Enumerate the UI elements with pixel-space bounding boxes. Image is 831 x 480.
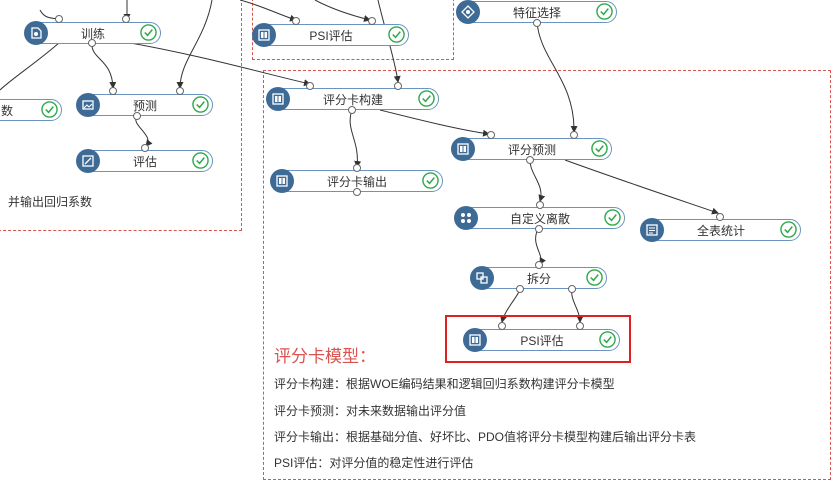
description-line: PSI评估：对评分值的稳定性进行评估: [274, 456, 474, 470]
node-custom-discrete-label: 自定义离散: [509, 211, 570, 226]
image-icon: [76, 93, 100, 117]
node-partial-left[interactable]: 数: [0, 99, 62, 121]
node-train-label: 训练: [80, 26, 105, 41]
description-title: 评分卡模型：: [274, 347, 376, 366]
stats-icon: [640, 218, 664, 242]
check-icon: [140, 24, 157, 41]
node-evaluate[interactable]: 评估: [76, 149, 213, 173]
port-train-out[interactable]: [88, 39, 96, 47]
port-scorecard-build-out[interactable]: [348, 106, 356, 114]
node-scorecard-predict-label: 评分预测: [507, 142, 556, 157]
port-scorecard-predict-out[interactable]: [526, 156, 534, 164]
port-custom-discrete-out[interactable]: [535, 225, 543, 233]
left-note: 并输出回归系数: [8, 195, 93, 209]
check-icon: [604, 209, 621, 226]
train-icon: [24, 21, 48, 45]
port-scorecard-build-in-2[interactable]: [394, 82, 402, 90]
highlight-box: [445, 315, 631, 363]
check-icon: [418, 90, 435, 107]
group-box-left: [0, 0, 242, 231]
node-train[interactable]: 训练: [24, 21, 161, 45]
node-psi-top-label: PSI评估: [309, 28, 353, 43]
port-psi-top-in-1[interactable]: [292, 17, 300, 25]
node-full-stats[interactable]: 全表统计: [640, 218, 801, 242]
port-train-in-1[interactable]: [55, 15, 63, 23]
scorecard-icon: [252, 23, 276, 47]
check-icon: [596, 3, 613, 20]
check-icon: [591, 140, 608, 157]
port-predict-out[interactable]: [133, 112, 141, 120]
evaluate-icon: [76, 149, 100, 173]
node-split[interactable]: 拆分: [470, 266, 607, 290]
check-icon: [192, 96, 209, 113]
check-icon: [41, 101, 58, 118]
discrete-icon: [454, 206, 478, 230]
description-line: 评分卡预测：对未来数据输出评分值: [274, 404, 467, 418]
scorecard-icon: [463, 328, 487, 352]
node-feature-select-label: 特征选择: [512, 5, 561, 20]
node-evaluate-label: 评估: [132, 154, 157, 169]
port-evaluate-in[interactable]: [141, 144, 149, 152]
node-scorecard-output-label: 评分卡输出: [326, 174, 387, 189]
node-psi-main[interactable]: PSI评估: [463, 328, 620, 352]
node-psi-main-label: PSI评估: [520, 333, 564, 348]
port-feature-select-out[interactable]: [533, 19, 541, 27]
node-predict-label: 预测: [132, 98, 157, 113]
port-predict-in-1[interactable]: [109, 87, 117, 95]
port-psi-top-in-2[interactable]: [368, 17, 376, 25]
port-scorecard-output-in[interactable]: [353, 164, 361, 172]
check-icon: [599, 331, 616, 348]
port-psi-main-in-1[interactable]: [498, 322, 506, 330]
check-icon: [780, 221, 797, 238]
feature-icon: [456, 0, 480, 24]
port-predict-in-2[interactable]: [176, 87, 184, 95]
port-split-out-2[interactable]: [568, 285, 576, 293]
node-split-label: 拆分: [526, 271, 551, 286]
node-feature-select[interactable]: 特征选择: [456, 0, 617, 24]
check-icon: [586, 269, 603, 286]
scorecard-icon: [451, 137, 475, 161]
description-line: 评分卡输出：根据基础分值、好坏比、PDO值将评分卡模型构建后输出评分卡表: [274, 430, 697, 444]
port-scorecard-predict-in-2[interactable]: [570, 131, 578, 139]
node-predict[interactable]: 预测: [76, 93, 213, 117]
node-psi-top[interactable]: PSI评估: [252, 23, 409, 47]
port-psi-main-in-2[interactable]: [576, 322, 584, 330]
node-scorecard-predict[interactable]: 评分预测: [451, 137, 612, 161]
port-custom-discrete-in[interactable]: [536, 201, 544, 209]
port-scorecard-output-out[interactable]: [353, 188, 361, 196]
port-split-out-1[interactable]: [516, 285, 524, 293]
split-icon: [470, 266, 494, 290]
scorecard-icon: [270, 169, 294, 193]
port-split-in[interactable]: [535, 261, 543, 269]
port-full-stats-in[interactable]: [716, 213, 724, 221]
port-scorecard-predict-in-1[interactable]: [487, 131, 495, 139]
check-icon: [422, 172, 439, 189]
node-partial-left-label: 数: [1, 103, 14, 118]
description-line: 评分卡构建：根据WOE编码结果和逻辑回归系数构建评分卡模型: [274, 377, 615, 391]
port-train-in-2[interactable]: [122, 15, 130, 23]
port-scorecard-build-in-1[interactable]: [306, 82, 314, 90]
node-full-stats-label: 全表统计: [696, 223, 745, 238]
check-icon: [388, 26, 405, 43]
scorecard-icon: [266, 87, 290, 111]
check-icon: [192, 152, 209, 169]
node-scorecard-build-label: 评分卡构建: [322, 92, 383, 107]
